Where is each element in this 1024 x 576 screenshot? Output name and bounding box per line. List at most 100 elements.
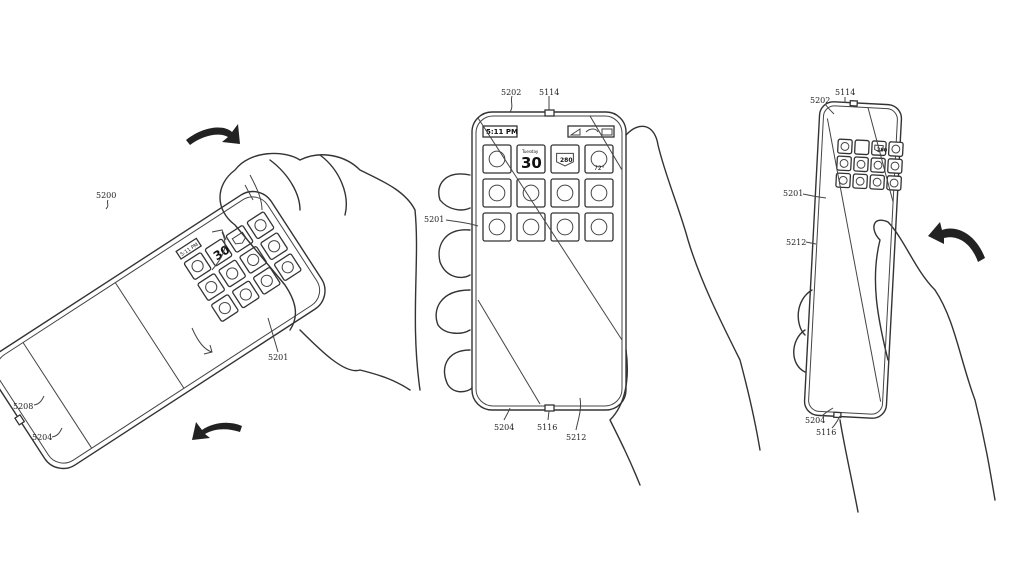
middle-camera-icon xyxy=(550,212,580,242)
middle-time: 5:11 PM xyxy=(486,128,518,136)
middle-hand xyxy=(435,125,761,486)
label-5212-right: 5212 xyxy=(786,238,806,247)
middle-messages-icon xyxy=(482,144,512,174)
left-voice-memo-icon-glyph xyxy=(268,240,281,253)
label-5201-left: 5201 xyxy=(268,353,288,362)
rotate-arrow-right-icon xyxy=(928,222,985,262)
middle-maps-shield xyxy=(556,152,574,167)
middle-video-camera-icon xyxy=(482,212,512,242)
right-calendar-icon xyxy=(854,139,870,156)
right-messages-icon xyxy=(837,138,853,155)
right-mail-icon xyxy=(852,173,869,190)
label-5208: 5208 xyxy=(13,402,33,411)
label-5201-middle: 5201 xyxy=(424,215,444,224)
label-5116-middle: 5116 xyxy=(537,423,557,432)
left-device-view: 5:11 PM 30 5200 5201 5208 5204 xyxy=(0,124,421,470)
left-camera-icon-glyph xyxy=(260,274,273,287)
right-hand xyxy=(793,219,996,513)
middle-music-icon-glyph xyxy=(556,184,574,202)
left-phone-icon xyxy=(274,253,302,281)
middle-sensor-5114 xyxy=(544,109,555,117)
right-device-screen xyxy=(808,105,898,415)
left-music-icon xyxy=(239,246,267,274)
middle-calendar-day: 30 xyxy=(521,154,542,172)
rotate-arrow-bottom-icon xyxy=(192,422,242,440)
middle-device-view: 5:11 PM Tuesday 30 280 72° 5202 5114 520… xyxy=(424,88,761,486)
right-app-store-icon xyxy=(853,156,869,173)
middle-calendar-weekday: Tuesday xyxy=(521,149,539,154)
label-5204-middle: 5204 xyxy=(494,423,514,432)
middle-camera-icon-glyph xyxy=(556,218,574,236)
middle-weather-temp: 72° xyxy=(594,165,605,172)
label-5116-right: 5116 xyxy=(816,428,836,437)
label-5114-right: 5114 xyxy=(835,88,855,97)
right-clock-icon xyxy=(836,155,852,172)
middle-video-camera-icon-glyph xyxy=(488,218,506,236)
left-swipe-arrow-down-icon xyxy=(191,327,213,355)
label-5201-right: 5201 xyxy=(783,189,803,198)
right-messages-icon-glyph xyxy=(840,142,850,151)
right-route-sign: 280 xyxy=(877,147,888,154)
left-app-store-icon xyxy=(218,259,246,288)
middle-status-icons xyxy=(567,125,615,138)
middle-music-icon xyxy=(550,178,580,208)
left-camera-icon xyxy=(253,267,281,295)
left-video-camera-icon xyxy=(211,294,239,322)
right-phone-icon xyxy=(886,175,902,191)
left-voice-memo-icon xyxy=(260,232,288,260)
middle-app-store-icon-glyph xyxy=(522,184,540,202)
left-weather-icon xyxy=(246,211,275,239)
middle-route-sign: 280 xyxy=(560,157,573,164)
middle-voice-memo-icon-glyph xyxy=(590,184,608,202)
left-music-icon-glyph xyxy=(247,253,260,266)
right-camera-icon xyxy=(869,174,886,191)
left-maps-icon xyxy=(225,225,254,253)
middle-phone-icon-glyph xyxy=(590,218,608,236)
label-5114-middle: 5114 xyxy=(539,88,559,97)
left-clock-icon-glyph xyxy=(205,280,218,294)
left-mail-icon xyxy=(232,280,260,309)
middle-calendar-icon xyxy=(516,144,546,174)
left-hand xyxy=(219,152,421,391)
right-sensor-5114 xyxy=(849,99,859,107)
middle-voice-memo-icon xyxy=(584,178,614,208)
right-device-view: 280 5202 5114 5201 5212 5204 5116 xyxy=(783,88,996,513)
middle-weather-icon-glyph xyxy=(590,150,608,168)
left-messages-icon xyxy=(183,252,212,280)
left-swipe-arrow-up-icon xyxy=(211,229,227,271)
rotate-arrow-top-icon xyxy=(186,124,240,145)
left-messages-icon-glyph xyxy=(191,260,204,273)
label-5204-right: 5204 xyxy=(805,416,825,425)
right-voice-memo-icon-glyph xyxy=(890,161,900,171)
middle-phone-icon xyxy=(584,212,614,242)
right-mail-icon-glyph xyxy=(855,176,865,186)
middle-clock-icon-glyph xyxy=(488,184,506,202)
left-clock-icon xyxy=(197,273,225,301)
label-5202-middle: 5202 xyxy=(501,88,521,97)
right-maps-shield xyxy=(874,144,884,153)
left-maps-shield xyxy=(231,231,247,245)
middle-clock-icon xyxy=(482,178,512,208)
middle-maps-icon xyxy=(550,144,580,174)
label-5212-middle: 5212 xyxy=(566,433,586,442)
middle-app-store-icon xyxy=(516,178,546,208)
label-5202-right: 5202 xyxy=(810,96,830,105)
middle-mail-icon-glyph xyxy=(522,218,540,236)
label-5204-left: 5204 xyxy=(32,433,52,442)
left-video-camera-icon-glyph xyxy=(218,301,231,315)
label-5200: 5200 xyxy=(96,191,116,200)
right-device-body xyxy=(803,101,903,419)
right-app-store-icon-glyph xyxy=(856,159,866,169)
right-weather-icon xyxy=(887,141,904,157)
left-weather-icon-glyph xyxy=(254,219,267,232)
middle-sensor-5116 xyxy=(544,404,555,412)
right-clock-icon-glyph xyxy=(839,158,849,168)
right-camera-icon-glyph xyxy=(872,177,882,187)
right-music-icon xyxy=(870,157,886,174)
left-device-screen xyxy=(0,196,321,464)
right-music-icon-glyph xyxy=(873,160,883,170)
left-phone-icon-glyph xyxy=(281,261,294,274)
left-mail-icon-glyph xyxy=(239,288,252,301)
